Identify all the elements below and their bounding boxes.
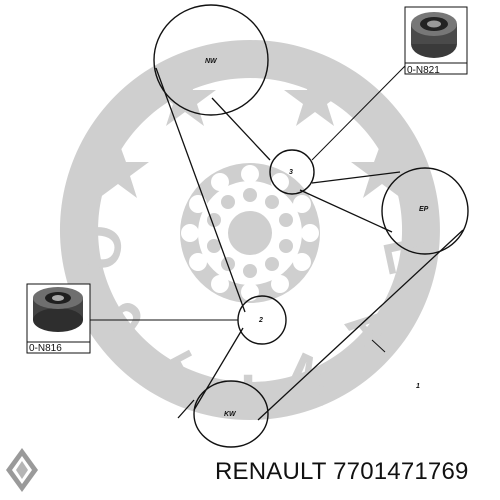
crankshaft-pulley-nw (153, 4, 269, 116)
watermark-letter: I (240, 363, 256, 428)
idler-roller-icon (33, 287, 83, 332)
watermark-letter: O (65, 220, 137, 276)
part-code-0-N816: 0-N816 (29, 343, 62, 354)
part-number: 7701471769 (333, 458, 469, 485)
part-code-0-N821: 0-N821 (407, 65, 440, 76)
crankshaft-pulley-kw (193, 380, 269, 448)
tensioner-roller-icon (411, 12, 457, 58)
watermark-star-right (351, 140, 413, 198)
belt-leader-line (371, 339, 386, 353)
renault-logo-icon (6, 448, 38, 492)
pulley-3-label: 3 (289, 169, 293, 176)
part-0-N821-leader (311, 65, 406, 161)
watermark-star-left-top (154, 68, 216, 126)
part-0-N821-callout[interactable]: 0-N821 (404, 6, 468, 76)
brand-name: RENAULT (215, 458, 327, 485)
pulley-2-label: 2 (258, 317, 263, 324)
watermark-star-left (87, 140, 149, 198)
timing-belt (155, 67, 464, 421)
watermark-star-right-top (284, 68, 346, 126)
part-0-N816-callout[interactable]: 0-N816 (26, 283, 91, 354)
pulley-kw-label: KW (224, 411, 237, 418)
pulley-nw-label: NW (205, 58, 218, 65)
camshaft-pulley-ep (381, 167, 469, 255)
footer-part-title: RENAULT 7701471769 (215, 458, 469, 486)
belt-label: 1 (416, 383, 420, 390)
pulley-ep-label: EP (419, 206, 429, 213)
pulley-3 (269, 149, 315, 195)
optimal-watermark: O P T I M A L (59, 40, 441, 428)
